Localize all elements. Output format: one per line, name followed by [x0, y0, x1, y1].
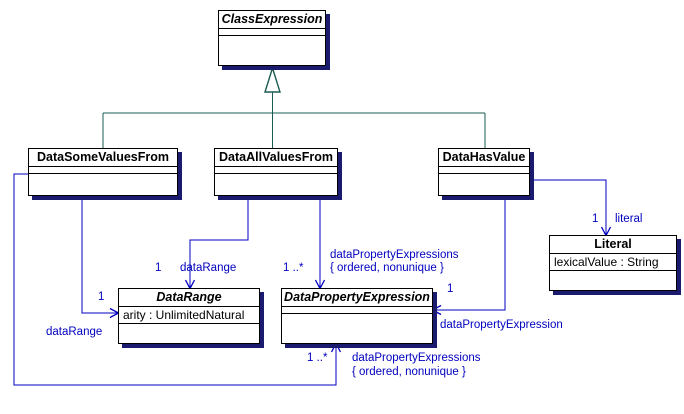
multiplicity-allvalues-dpe: 1 ..*: [283, 262, 304, 274]
class-operations-literal: [550, 271, 676, 290]
class-name-data-all-values-from: DataAllValuesFrom: [215, 149, 337, 167]
class-name-class-expression: ClassExpression: [219, 11, 325, 29]
class-box-data-range[interactable]: DataRange arity : UnlimitedNatural: [118, 288, 260, 344]
role-literal: literal: [615, 213, 643, 225]
class-box-data-all-values-from[interactable]: DataAllValuesFrom: [214, 148, 338, 196]
class-operations-data-has-value: [439, 174, 529, 195]
role-somevalues-datarange: dataRange: [46, 326, 103, 338]
class-name-data-property-expression: DataPropertyExpression: [282, 289, 432, 307]
multiplicity-somevalues-dpe: 1 ..*: [307, 352, 328, 364]
multiplicity-literal: 1: [592, 213, 599, 225]
constraints-allvalues-dpe: { ordered, nonunique }: [330, 262, 444, 274]
assoc-wire-hasvalue-literal: [530, 179, 612, 237]
class-attribute-arity: arity : UnlimitedNatural: [119, 307, 259, 324]
generalization-arrowhead: [264, 65, 281, 93]
class-attributes-data-has-value: [439, 167, 529, 174]
multiplicity-hasvalue-dpe: 1: [447, 283, 454, 295]
class-name-data-range: DataRange: [119, 289, 259, 307]
class-name-literal: Literal: [550, 236, 676, 254]
class-attributes-class-expression: [219, 29, 325, 36]
multiplicity-somevalues-datarange: 1: [98, 291, 105, 303]
class-box-data-property-expression[interactable]: DataPropertyExpression: [281, 288, 433, 344]
class-box-data-some-values-from[interactable]: DataSomeValuesFrom: [28, 148, 178, 196]
class-attributes-data-all-values-from: [215, 167, 337, 174]
assoc-wire-somevalues-dpe: [13, 173, 342, 386]
class-box-data-has-value[interactable]: DataHasValue: [438, 148, 530, 196]
class-box-class-expression[interactable]: ClassExpression: [218, 10, 326, 66]
class-attributes-data-some-values-from: [29, 167, 177, 174]
class-name-data-has-value: DataHasValue: [439, 149, 529, 167]
class-name-data-some-values-from: DataSomeValuesFrom: [29, 149, 177, 167]
class-attributes-data-property-expression: [282, 307, 432, 314]
multiplicity-allvalues-datarange: 1: [155, 262, 162, 274]
role-somevalues-dpe: dataPropertyExpressions: [352, 352, 481, 364]
class-operations-data-all-values-from: [215, 174, 337, 195]
class-operations-class-expression: [219, 36, 325, 65]
class-box-literal[interactable]: Literal lexicalValue : String: [549, 235, 677, 291]
class-operations-data-property-expression: [282, 314, 432, 343]
class-operations-data-range: [119, 324, 259, 343]
class-attribute-lexical-value: lexicalValue : String: [550, 254, 676, 271]
role-allvalues-datarange: dataRange: [180, 262, 237, 274]
role-allvalues-dpe: dataPropertyExpressions: [330, 249, 459, 261]
class-operations-data-some-values-from: [29, 174, 177, 195]
role-hasvalue-dpe: dataPropertyExpression: [440, 319, 563, 331]
constraints-somevalues-dpe: { ordered, nonunique }: [352, 366, 466, 378]
